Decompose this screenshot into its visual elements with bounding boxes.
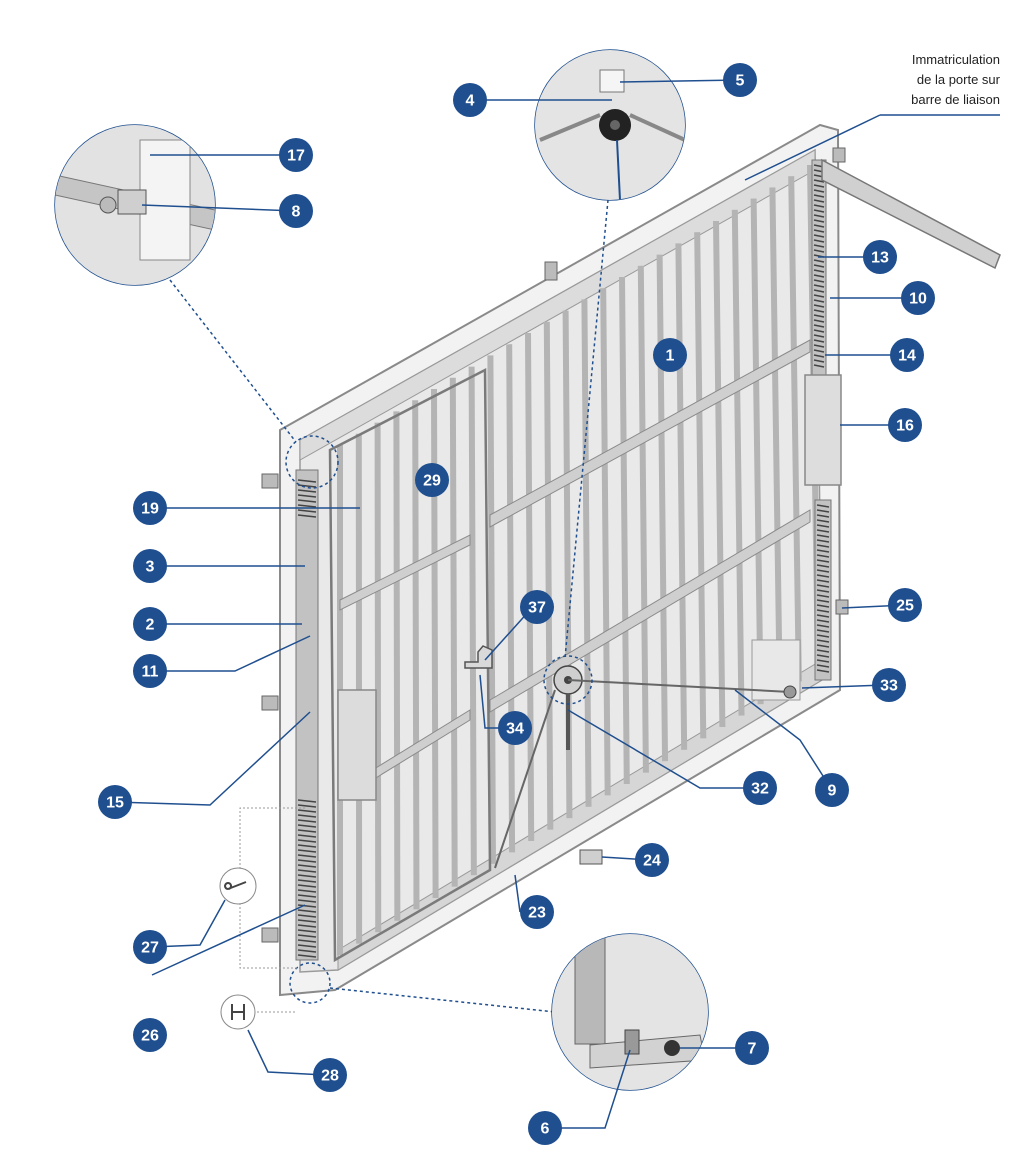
badge-10-label: 10 <box>909 291 927 308</box>
badge-37: 37 <box>520 590 554 624</box>
badge-34: 34 <box>498 711 532 745</box>
badge-17: 17 <box>279 138 313 172</box>
right-plate <box>805 375 841 485</box>
badge-33-label: 33 <box>880 678 898 695</box>
badge-11: 11 <box>133 654 167 688</box>
badge-29-label: 29 <box>423 473 441 490</box>
badge-32-label: 32 <box>751 781 769 798</box>
badge-16: 16 <box>888 408 922 442</box>
badge-5: 5 <box>723 63 757 97</box>
note-line-2: de la porte sur <box>820 70 1000 90</box>
floor-latch <box>580 850 602 864</box>
badge-26: 26 <box>133 1018 167 1052</box>
badge-33: 33 <box>872 668 906 702</box>
badge-14-label: 14 <box>898 348 916 365</box>
slat <box>490 355 493 863</box>
slat <box>396 411 397 920</box>
badge-3: 3 <box>133 549 167 583</box>
badge-8-label: 8 <box>292 204 301 221</box>
badge-9-label: 9 <box>828 783 837 800</box>
badge-23: 23 <box>520 895 554 929</box>
slat <box>472 367 474 876</box>
badge-28: 28 <box>313 1058 347 1092</box>
badge-1: 1 <box>653 338 687 372</box>
slat <box>584 299 588 806</box>
badge-3-label: 3 <box>146 559 155 576</box>
badge-15-label: 15 <box>106 795 124 812</box>
badge-5-label: 5 <box>736 73 745 90</box>
badge-13: 13 <box>863 240 897 274</box>
badge-13-label: 13 <box>871 250 889 267</box>
badge-19: 19 <box>133 491 167 525</box>
badge-10: 10 <box>901 281 935 315</box>
door-registration-note: Immatriculation de la porte sur barre de… <box>820 50 1000 110</box>
badge-24-label: 24 <box>643 853 661 870</box>
badge-1-label: 1 <box>666 348 675 365</box>
slat <box>547 322 551 830</box>
note-line-1: Immatriculation <box>820 50 1000 70</box>
left-u-channel <box>338 690 376 800</box>
badge-17-label: 17 <box>287 148 305 165</box>
badge-4-label: 4 <box>466 93 475 110</box>
leader-28 <box>248 1030 325 1075</box>
slat <box>378 423 379 933</box>
badge-16-label: 16 <box>896 418 914 435</box>
badge-27: 27 <box>133 930 167 964</box>
badge-6: 6 <box>528 1111 562 1145</box>
badge-8: 8 <box>279 194 313 228</box>
projection-line-bottom <box>330 988 555 1012</box>
badge-2: 2 <box>133 607 167 641</box>
badge-25-label: 25 <box>896 598 914 615</box>
badge-37-label: 37 <box>528 600 546 617</box>
projection-line-left <box>170 280 296 442</box>
badge-7-label: 7 <box>748 1041 757 1058</box>
badge-15: 15 <box>98 785 132 819</box>
badge-11-label: 11 <box>142 664 159 681</box>
badge-25: 25 <box>888 588 922 622</box>
badge-29: 29 <box>415 463 449 497</box>
badge-9: 9 <box>815 773 849 807</box>
zoom-detail-bottom <box>552 934 708 1090</box>
badge-28-label: 28 <box>321 1068 339 1085</box>
zoom-detail-left <box>55 125 215 285</box>
badge-32: 32 <box>743 771 777 805</box>
badge-24: 24 <box>635 843 669 877</box>
linking-bar <box>822 160 1000 268</box>
badge-2-label: 2 <box>146 617 155 634</box>
badge-14: 14 <box>890 338 924 372</box>
slat <box>453 378 455 887</box>
zoom-detail-top <box>535 50 685 200</box>
badge-26-label: 26 <box>141 1028 159 1045</box>
badge-27-label: 27 <box>141 940 159 957</box>
slat <box>509 344 512 852</box>
badge-23-label: 23 <box>528 905 546 922</box>
badge-7: 7 <box>735 1031 769 1065</box>
badge-19-label: 19 <box>141 501 159 518</box>
badge-6-label: 6 <box>541 1121 550 1138</box>
badge-4: 4 <box>453 83 487 117</box>
note-line-3: barre de liaison <box>820 90 1000 110</box>
badge-34-label: 34 <box>506 721 524 738</box>
